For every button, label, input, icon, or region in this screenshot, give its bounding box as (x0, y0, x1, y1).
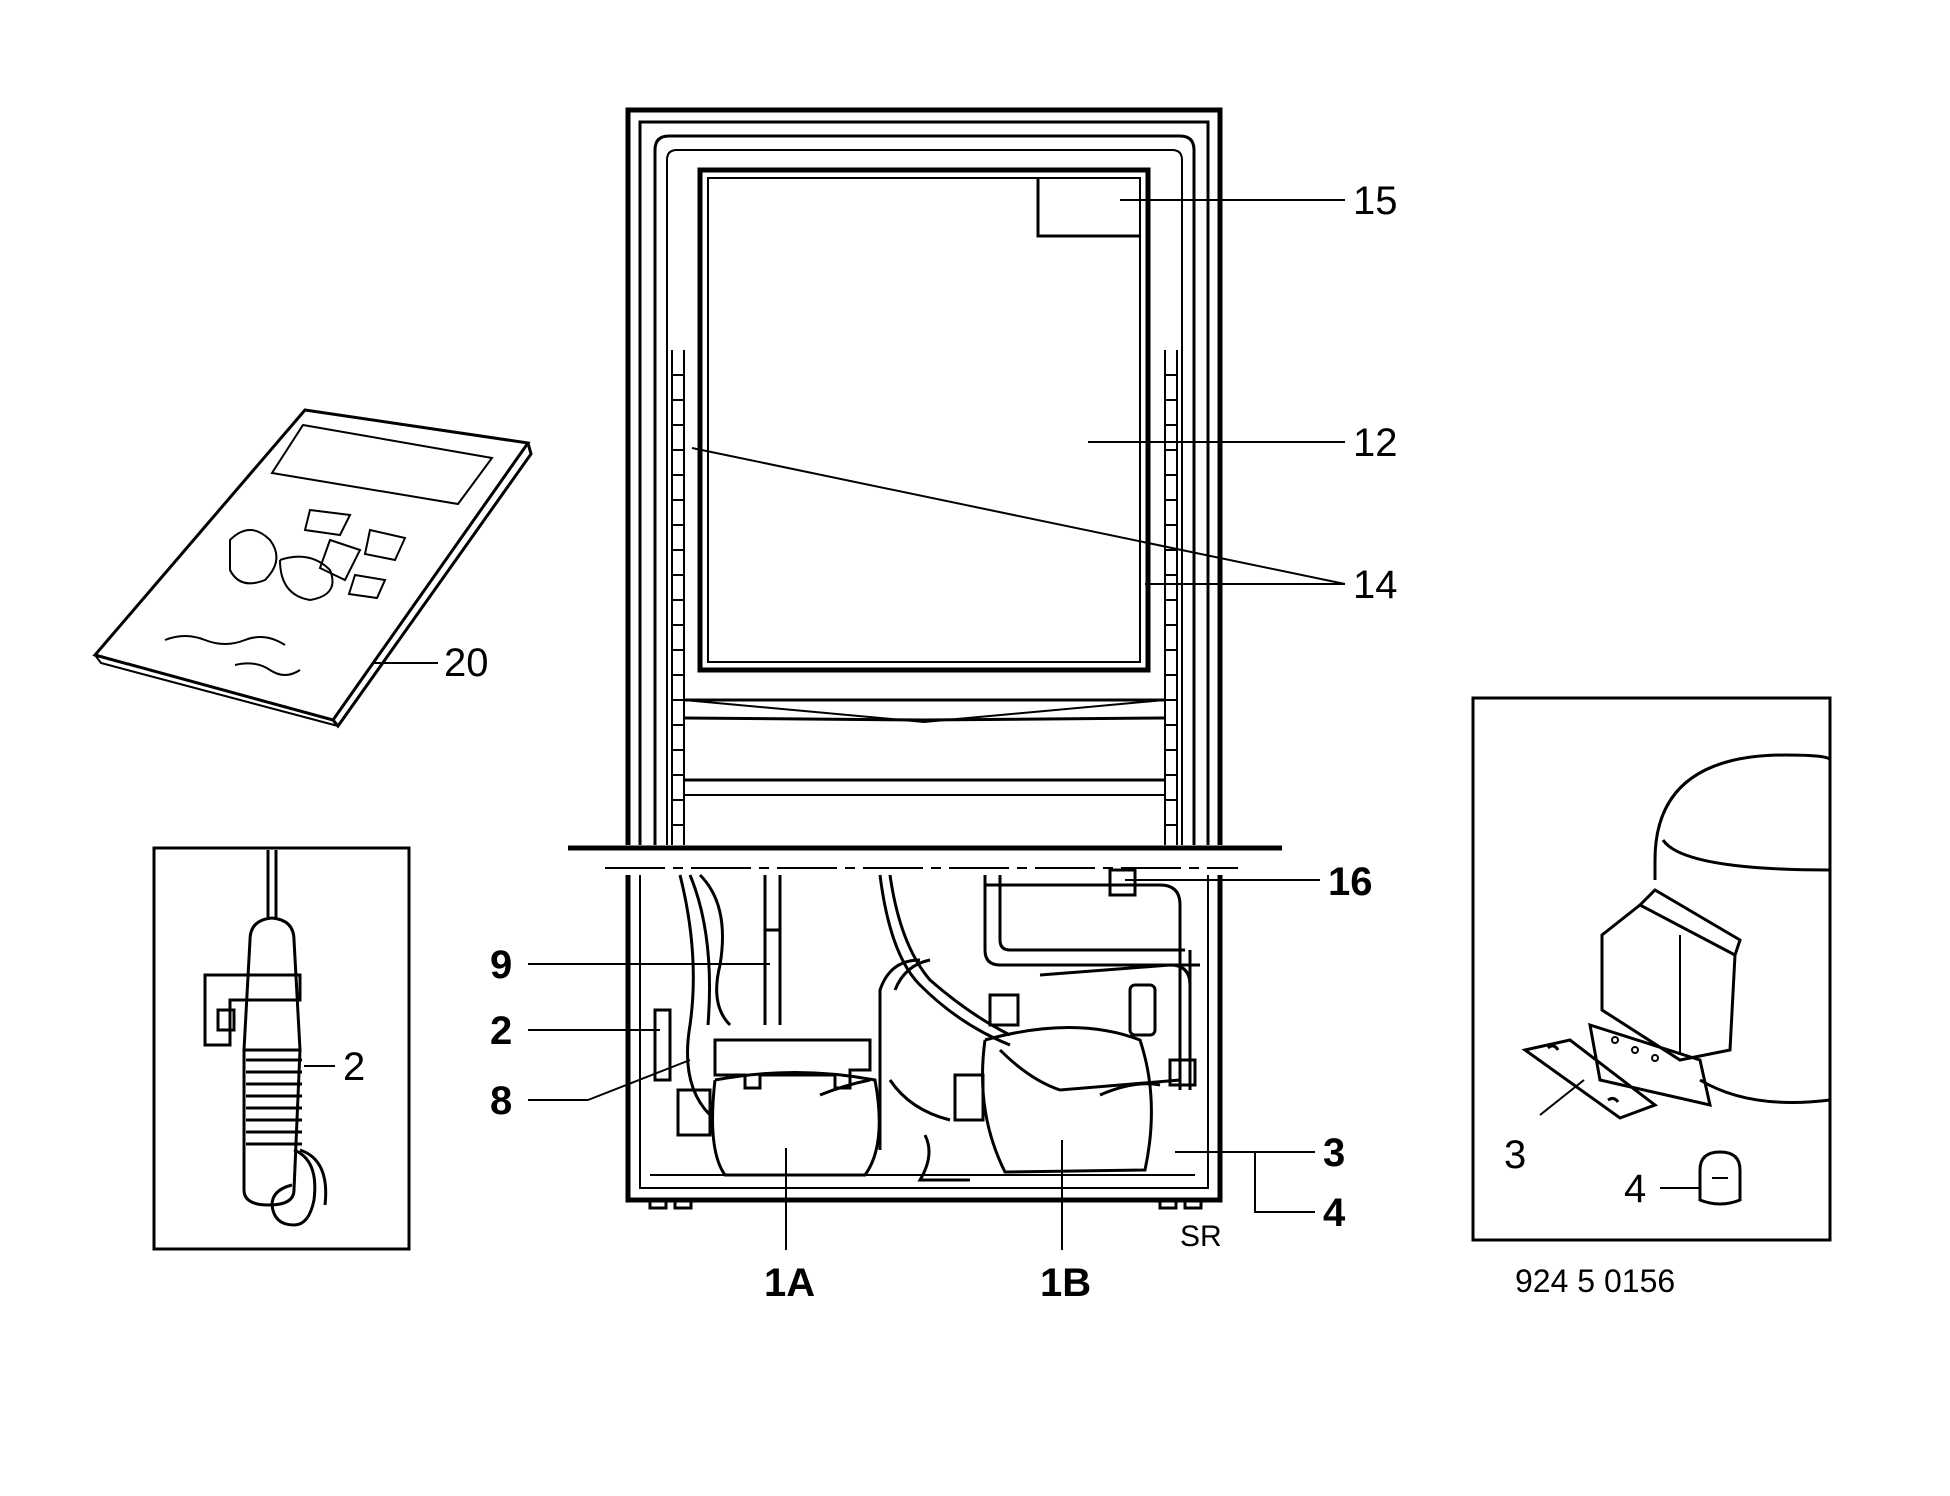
callout-2: 2 (490, 1009, 512, 1053)
refrigerator-cabinet (625, 107, 1223, 845)
callout-4: 4 (1323, 1191, 1346, 1235)
inset-left-callout-2: 2 (343, 1045, 365, 1089)
compressor-compartment (625, 868, 1223, 1210)
callout-9: 9 (490, 943, 512, 987)
callout-20: 20 (444, 641, 489, 685)
document-number: 924 5 0156 (1515, 1263, 1675, 1299)
callout-16: 16 (1328, 860, 1373, 904)
callout-8: 8 (490, 1079, 512, 1123)
callout-3: 3 (1323, 1131, 1345, 1175)
compressor-detail-illustration (1521, 753, 1832, 1206)
left-gasket-strip (671, 350, 685, 845)
inset-right-callout-4: 4 (1624, 1167, 1646, 1211)
callout-1A: 1A (764, 1261, 815, 1305)
instruction-manual-illustration (92, 408, 533, 729)
thermostat-sensor-illustration (203, 850, 328, 1227)
left-inset-frame (152, 846, 411, 1251)
callout-1B: 1B (1040, 1261, 1091, 1305)
right-inset-frame (1471, 696, 1832, 1242)
right-gasket-strip (1164, 350, 1178, 845)
callout-15: 15 (1353, 179, 1398, 223)
callout-14: 14 (1353, 563, 1398, 607)
callout-12: 12 (1353, 421, 1398, 465)
inset-right-callout-3: 3 (1504, 1133, 1526, 1177)
sr-label: SR (1180, 1220, 1222, 1253)
